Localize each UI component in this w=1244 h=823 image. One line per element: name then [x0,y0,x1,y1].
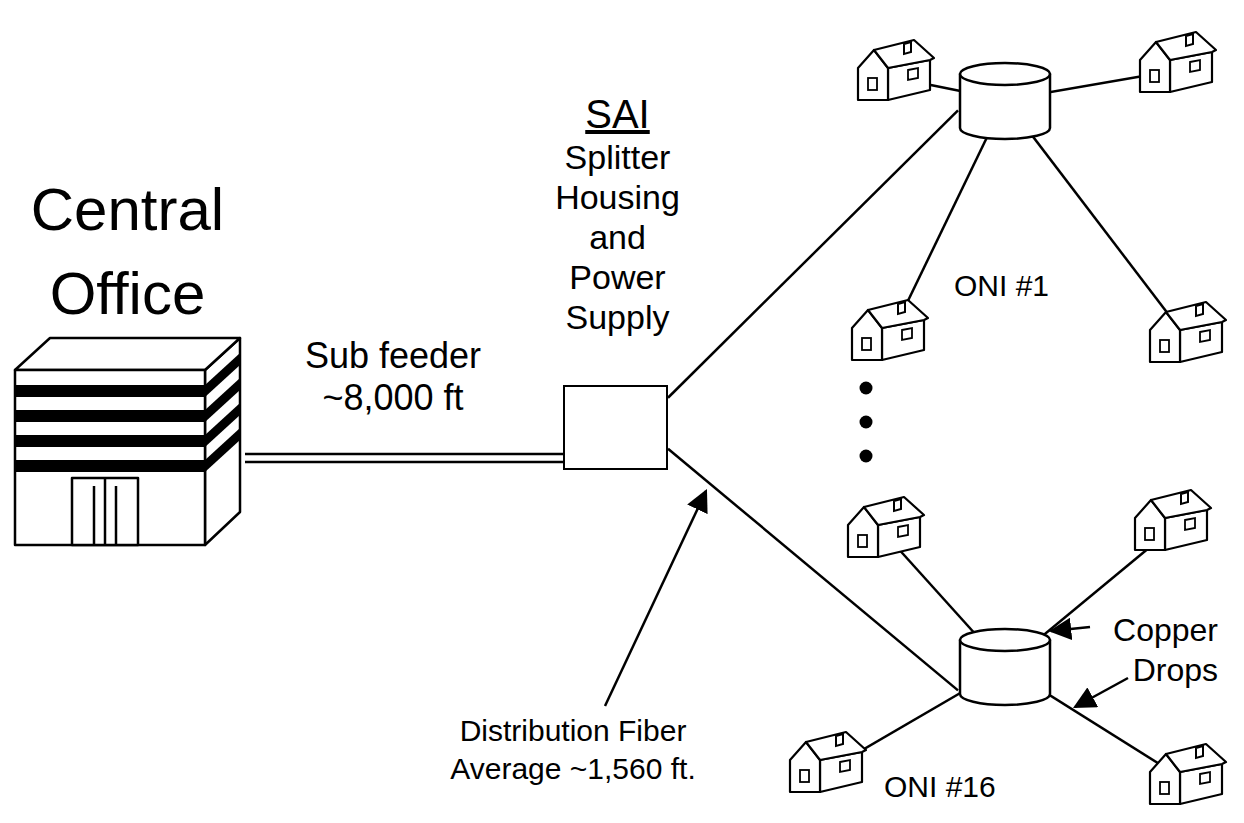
house-icon [848,497,924,557]
house-icon [858,40,934,100]
node-text-group: ONI #1 [954,268,1049,304]
ellipsis-dot [860,416,873,429]
node-label: Splitter Housing and Power Supply [549,137,686,337]
leader-arrow [605,491,706,706]
connector-line [668,110,958,397]
unit-heading: SAI [549,91,686,137]
leader-arrow [1075,678,1128,707]
building-roof [15,338,240,370]
houses [790,32,1226,804]
node-label: ONI #1 [954,268,1049,304]
ellipsis-dot [860,382,873,395]
callout-label: Distribution Fiber Average ~1,560 ft. [443,712,703,788]
building-band [15,460,205,472]
door-divider [104,478,107,545]
node-text-group: ONI #16 [884,769,996,805]
building-door [72,478,138,545]
house-icon [1150,302,1226,362]
distribution-fiber [668,449,958,691]
oni-cylinder: ONI #1 [958,62,1052,140]
node-label: ONI #16 [884,769,996,805]
building-side [205,338,240,545]
cylinder-top [960,63,1050,85]
central-office-building: Central Office [10,168,245,548]
edge-label: Sub feeder ~8,000 ft [288,335,498,419]
building-front [15,370,205,545]
node-text-group: Central Office [10,168,245,336]
building-band [15,435,205,447]
building-band [205,428,240,472]
node-label: Central Office [10,168,245,336]
cylinder-outline [958,62,1052,140]
leader-arrow [1051,627,1090,631]
splitter-housing-box: SAISplitter Housing and Power Supply [563,385,668,470]
connector-line [245,461,563,464]
house-icon [790,732,866,792]
cylinder-top [960,629,1050,651]
building-band [15,410,205,422]
feeder-cable [245,454,563,462]
distribution-fiber [668,110,958,397]
building-band [15,385,205,397]
door-divider [115,486,118,545]
house-icon [1150,744,1226,804]
ellipsis-dots [860,382,873,463]
connector-line [245,453,563,456]
oni-cylinder: ONI #16 [958,628,1052,706]
cylinder-outline [958,628,1052,706]
house-icon [852,300,928,360]
house-icon [1135,490,1211,550]
callout-label: Copper Drops [1078,610,1218,690]
connector-line [668,449,958,691]
house-icon [1140,32,1216,92]
node-text-group: SAISplitter Housing and Power Supply [549,91,686,337]
ellipsis-dot [860,450,873,463]
door-divider [93,486,96,545]
